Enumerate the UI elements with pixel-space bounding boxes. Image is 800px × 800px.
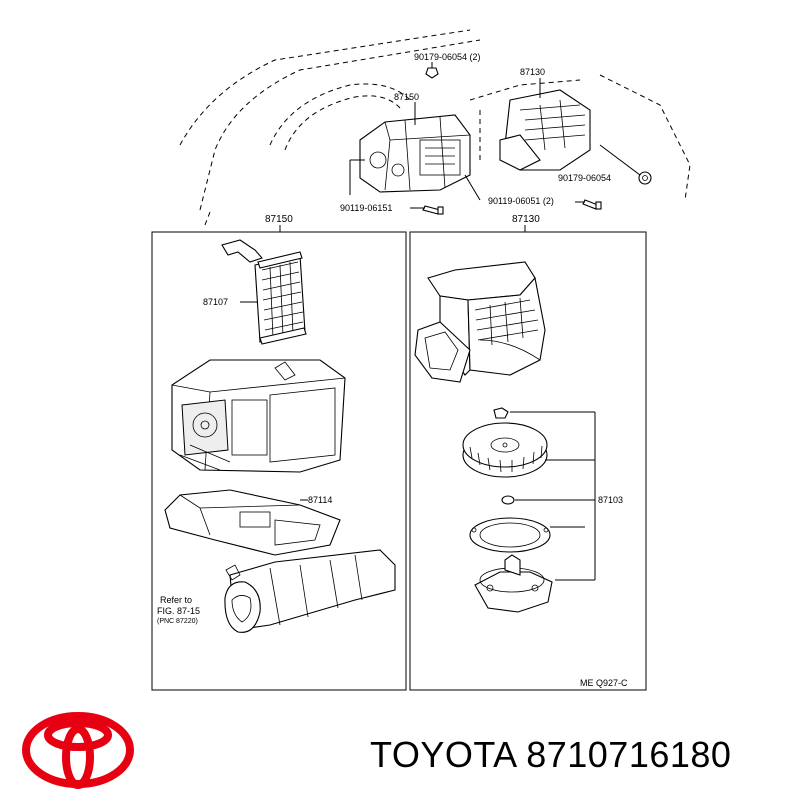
label-screw-left: 90119-06151 (340, 203, 392, 213)
fan-nut (493, 407, 509, 419)
brand-caption: TOYOTA 8710716180 (370, 734, 731, 776)
toyota-logo-icon (22, 712, 134, 789)
panel-left-header: 87150 (265, 214, 293, 225)
heater-unit-assembled (359, 114, 471, 193)
dashboard-outline (179, 29, 691, 226)
panel-right-frame (409, 231, 647, 691)
label-heater-core: 87107 (203, 297, 228, 307)
panel-left-frame (151, 231, 407, 691)
part-number: 8710716180 (526, 734, 732, 775)
refer-line1: Refer to (160, 595, 192, 605)
bolt-top (425, 67, 439, 79)
refer-line3: (PNC 87220) (157, 618, 198, 625)
refer-line2: FIG. 87-15 (157, 606, 200, 616)
heater-core (221, 239, 307, 345)
brand-name: TOYOTA (370, 734, 516, 775)
label-screw-right: 90119-06051 (2) (488, 196, 554, 206)
label-blower-top: 87130 (520, 67, 545, 77)
diagram-code: ME Q927-C (580, 678, 628, 688)
fan-washer (501, 495, 515, 505)
leader-bracket-motor (510, 411, 596, 581)
blower-fan (462, 422, 548, 478)
leader-lines-top (349, 62, 641, 209)
bolt-right (638, 171, 652, 185)
air-duct (224, 549, 396, 633)
screw-left (422, 205, 444, 215)
label-case-lower: 87114 (308, 495, 332, 505)
heater-case-lower (164, 489, 341, 556)
blower-unit-assembled (499, 89, 591, 171)
blower-motor (474, 554, 553, 613)
screw-right (582, 199, 602, 210)
motor-gasket (469, 517, 551, 553)
label-heater-top: 87150 (394, 92, 419, 102)
heater-case-upper (171, 359, 346, 473)
label-bolt-top: 90179-06054 (2) (414, 52, 481, 62)
blower-case (414, 261, 546, 383)
label-blower-motor: 87103 (598, 495, 623, 505)
label-bolt-right: 90179-06054 (558, 173, 611, 183)
panel-right-header: 87130 (512, 214, 540, 225)
